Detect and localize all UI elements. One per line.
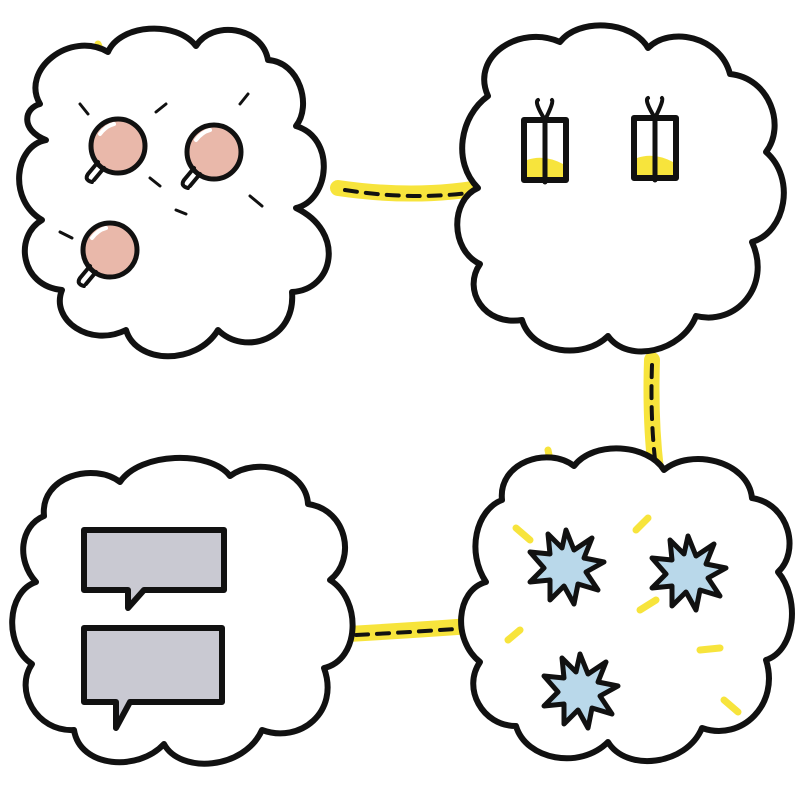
connector-gifts-bursts (652, 360, 657, 470)
cloud-conversation (12, 458, 352, 764)
cloud-bursts (461, 448, 792, 761)
cloud-gifts (457, 25, 784, 351)
cloud-ideas (19, 29, 329, 357)
